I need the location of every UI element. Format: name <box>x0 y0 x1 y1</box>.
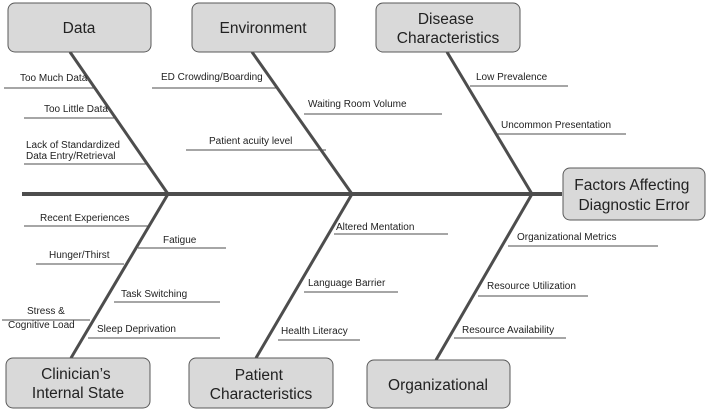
cause-label: Too Much Data <box>20 73 88 84</box>
cause-label: Waiting Room Volume <box>308 99 407 110</box>
effect-box <box>562 167 706 221</box>
cause-label: Resource Availability <box>462 325 554 336</box>
cause-label: ED Crowding/Boarding <box>161 72 263 83</box>
cause-label: Uncommon Presentation <box>501 120 611 131</box>
cause-label: Low Prevalence <box>476 72 548 83</box>
rib-disease <box>445 51 534 195</box>
cause-label: Lack of Standardized Data Entry/Retrieva… <box>26 140 123 162</box>
category-box-disease <box>375 2 521 53</box>
cause-label: Language Barrier <box>308 278 386 289</box>
category-box-organizational <box>366 359 511 409</box>
cause-label: Organizational Metrics <box>517 232 616 243</box>
category-box-patient <box>188 357 334 409</box>
category-box-environment <box>191 2 336 53</box>
rib-data <box>68 51 170 195</box>
effect-title: Factors Affecting Diagnostic Error <box>574 177 693 214</box>
cause-label: Hunger/Thirst <box>49 250 110 261</box>
rib-organizational <box>434 193 534 361</box>
category-title-organizational: Organizational <box>388 377 488 394</box>
cause-label: Resource Utilization <box>487 281 576 292</box>
cause-label: Stress & Cognitive Load <box>8 306 75 331</box>
cause-label: Task Switching <box>121 289 187 300</box>
cause-label: Altered Mentation <box>336 222 414 233</box>
cause-label: Too Little Data <box>44 104 108 115</box>
category-title-data: Data <box>63 20 96 37</box>
category-box-data <box>7 2 152 53</box>
cause-label: Recent Experiences <box>40 213 130 224</box>
cause-label: Fatigue <box>163 235 197 246</box>
cause-label: Health Literacy <box>281 326 348 337</box>
cause-label: Sleep Deprivation <box>97 324 176 335</box>
cause-twigs <box>2 85 658 341</box>
rib-clinician <box>69 193 170 359</box>
rib-patient <box>254 193 354 359</box>
cause-label: Patient acuity level <box>209 136 292 147</box>
category-title-environment: Environment <box>219 20 307 37</box>
category-title-disease: Disease Characteristics <box>397 11 500 47</box>
category-box-clinician <box>5 357 151 409</box>
category-title-patient: Patient Characteristics <box>210 367 313 403</box>
rib-environment <box>250 51 354 195</box>
category-title-clinician: Clinician’s Internal State <box>32 366 124 402</box>
